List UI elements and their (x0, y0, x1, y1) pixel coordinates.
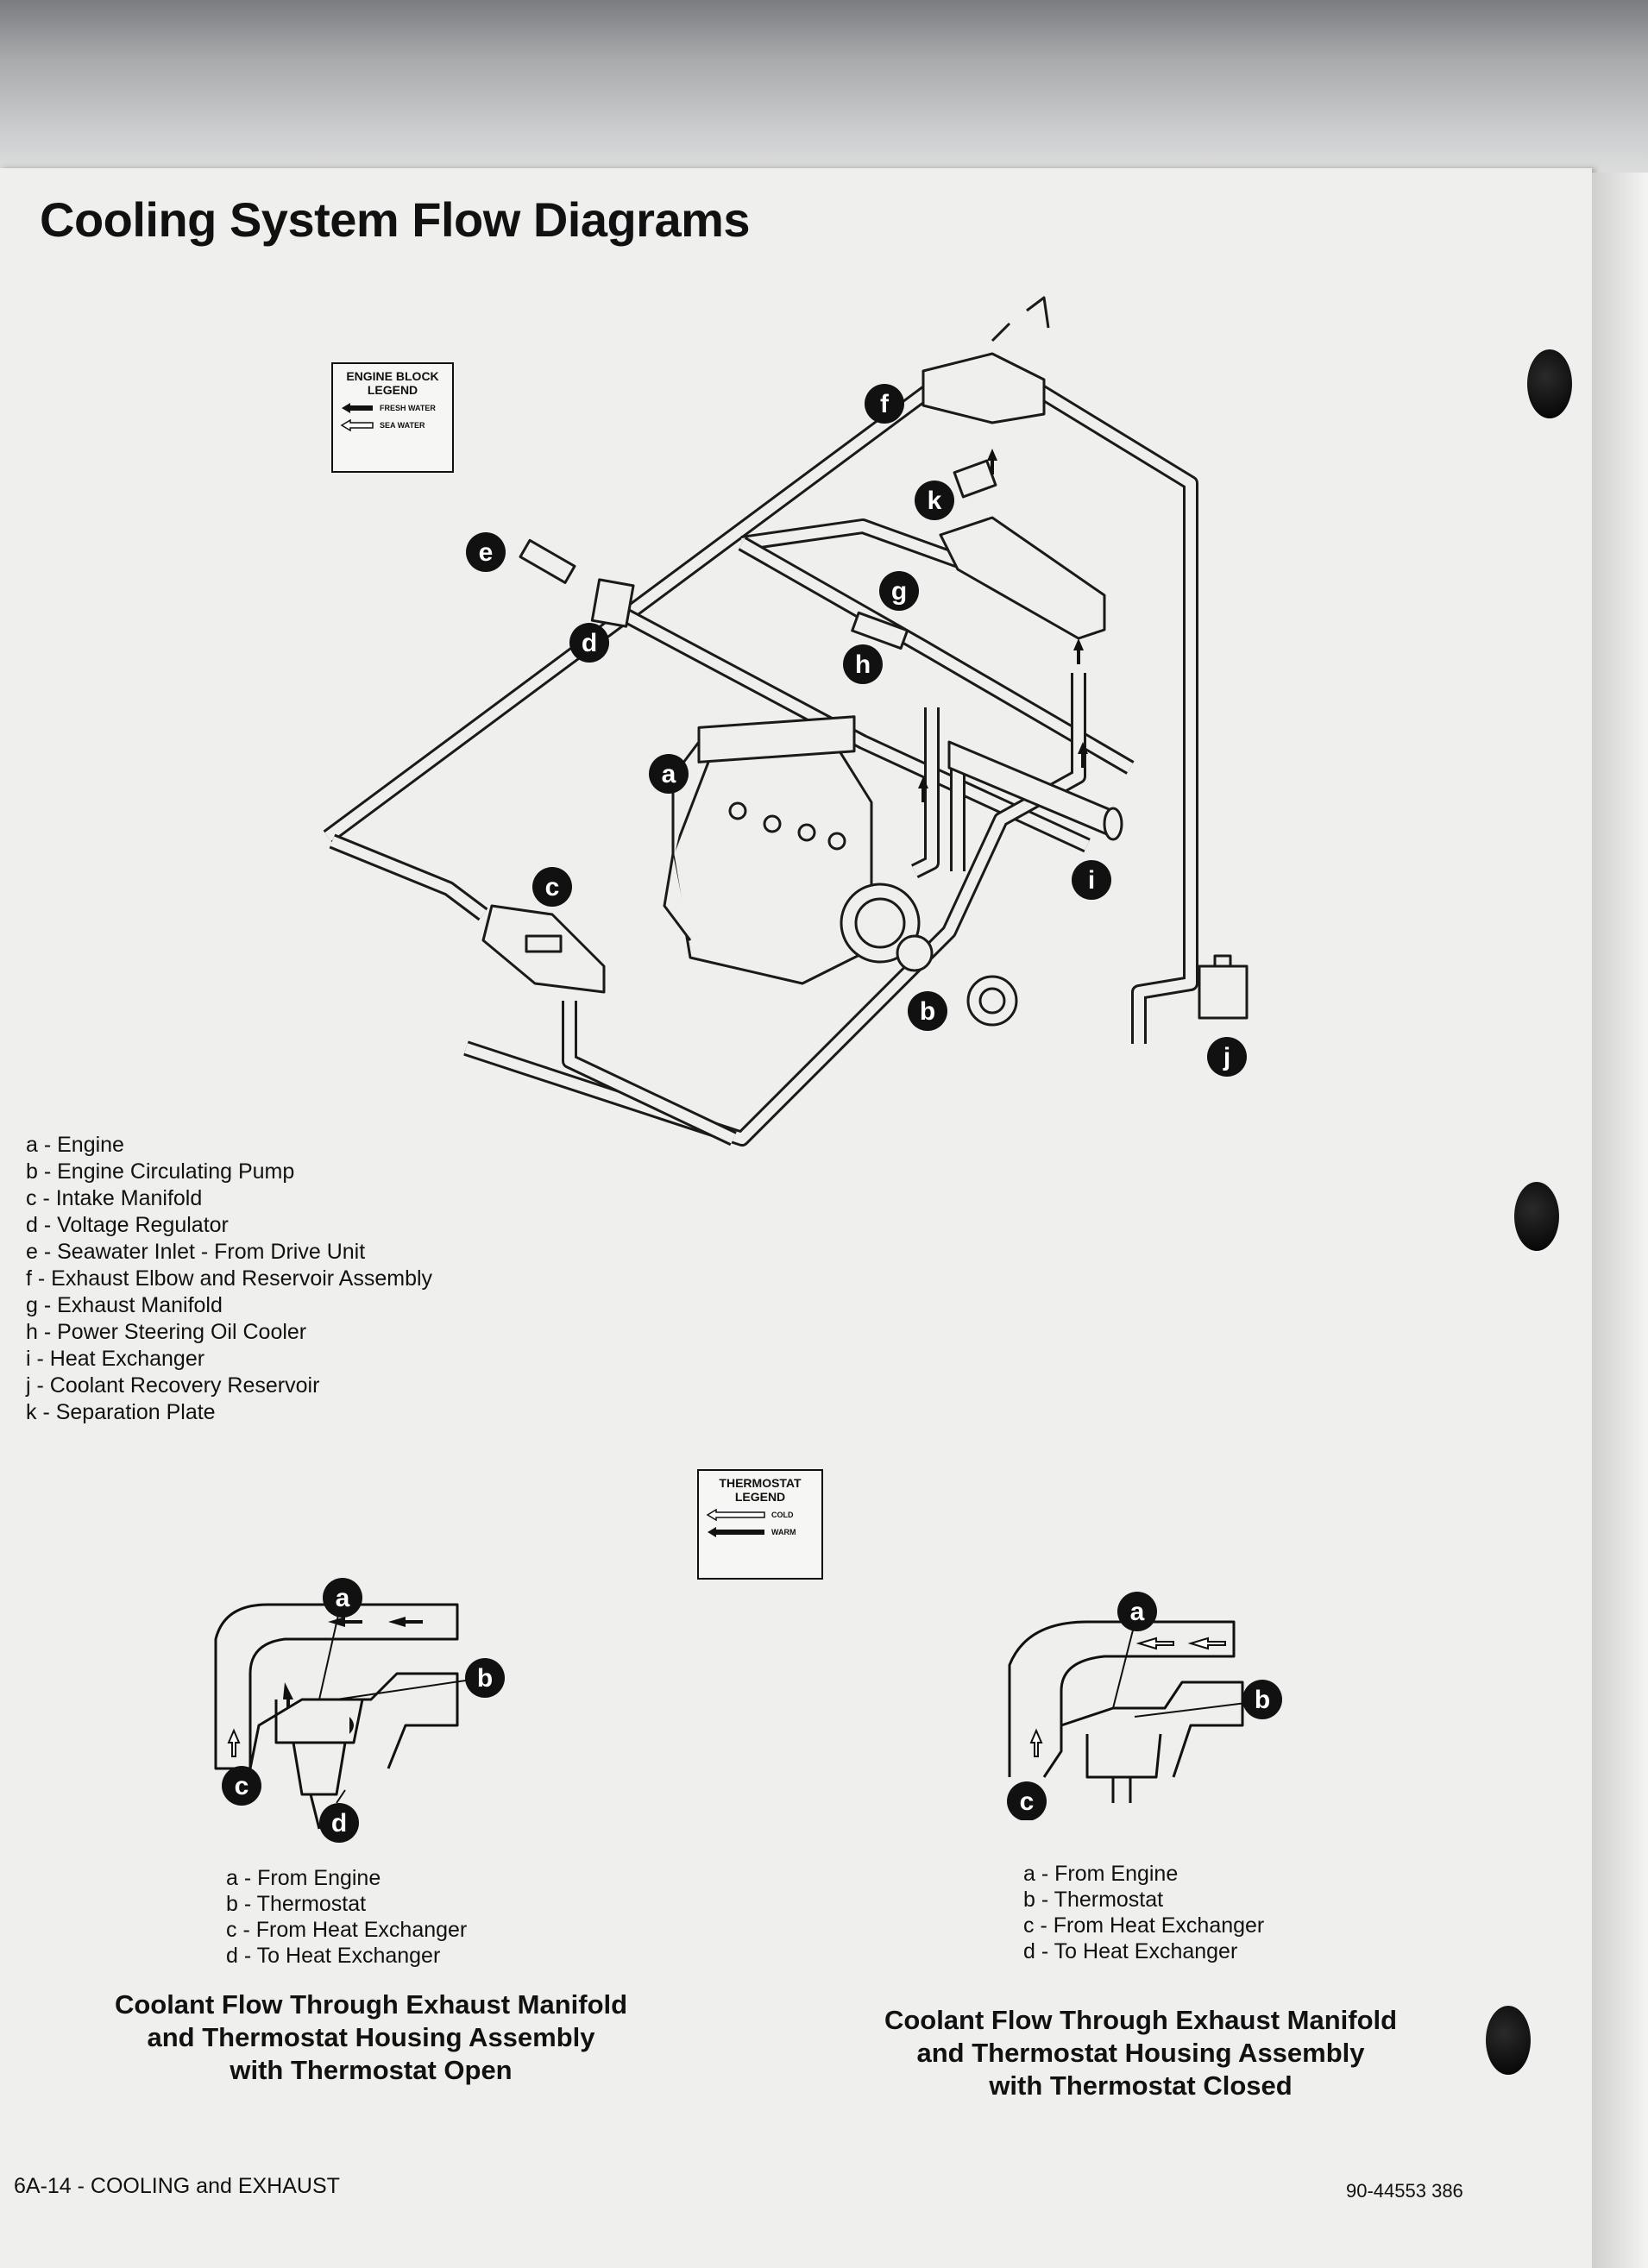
legend-title-line: LEGEND (367, 383, 418, 397)
power-steering-cooler (851, 611, 909, 650)
thermostat-open-diagram: a b c d (214, 1578, 505, 1843)
legend-title-line: THERMOSTAT (719, 1476, 802, 1490)
fresh-water-arrow-icon (342, 403, 373, 413)
list-item: i - Heat Exchanger (26, 1347, 205, 1371)
svg-text:d: d (331, 1809, 347, 1838)
closed-diagram-list: a - From Engine b - Thermostat c - From … (1023, 1861, 1264, 1964)
callout-a: a (323, 1578, 362, 1618)
binder-hole (1514, 1182, 1559, 1251)
callout-a: a (1117, 1592, 1157, 1631)
cold-arrow-icon (706, 1509, 765, 1521)
legend-fresh-label: FRESH WATER (380, 404, 436, 412)
list-item: f - Exhaust Elbow and Reservoir Assembly (26, 1266, 433, 1291)
list-item: a - Engine (26, 1133, 124, 1157)
open-diagram-list: a - From Engine b - Thermostat c - From … (226, 1865, 467, 1969)
warm-arrow-icon (708, 1527, 764, 1537)
circulating-pump (966, 975, 1018, 1027)
caption-line: and Thermostat Housing Assembly (916, 2038, 1365, 2068)
thermostat-closed-diagram: a b c (1007, 1592, 1282, 1820)
svg-text:b: b (477, 1664, 493, 1693)
page-title: Cooling System Flow Diagrams (40, 192, 751, 247)
seawater-inlet (519, 538, 576, 584)
engine-block (663, 715, 934, 985)
list-item: a - From Engine (1023, 1862, 1179, 1886)
caption-line: Coolant Flow Through Exhaust Manifold (114, 1989, 628, 2020)
list-item: e - Seawater Inlet - From Drive Unit (26, 1240, 366, 1264)
list-item: k - Separation Plate (26, 1400, 216, 1424)
coolant-recovery-reservoir (1198, 954, 1249, 1020)
scanner-top-band (0, 0, 1648, 173)
caption-line: Coolant Flow Through Exhaust Manifold (884, 2005, 1398, 2035)
binder-hole (1486, 2006, 1531, 2075)
caption-line: with Thermostat Closed (989, 2070, 1293, 2101)
list-item: a - From Engine (226, 1866, 381, 1890)
manual-page (0, 168, 1592, 2268)
voltage-regulator (590, 578, 635, 628)
legend-title-line: ENGINE BLOCK (346, 369, 439, 383)
list-item: b - Thermostat (1023, 1888, 1164, 1912)
legend-cold-label: COLD (771, 1511, 794, 1519)
callout-b: b (465, 1658, 505, 1698)
list-item: d - To Heat Exchanger (226, 1944, 441, 1968)
list-item: b - Engine Circulating Pump (26, 1159, 295, 1184)
heat-exchanger (947, 740, 1123, 841)
list-item: c - Intake Manifold (26, 1186, 203, 1210)
sea-water-arrow-icon (340, 419, 374, 431)
exhaust-manifold (939, 516, 1106, 640)
list-item: g - Exhaust Manifold (26, 1293, 223, 1317)
exhaust-elbow (921, 296, 1050, 424)
next-page-edge (1592, 173, 1648, 2268)
component-list: a - Engine b - Engine Circulating Pump c… (26, 1132, 432, 1426)
list-item: h - Power Steering Oil Cooler (26, 1320, 307, 1344)
legend-warm-label: WARM (771, 1528, 796, 1536)
svg-text:c: c (235, 1772, 249, 1800)
page-footer-part-number: 90-44553 386 (1346, 2180, 1463, 2202)
closed-diagram-caption: Coolant Flow Through Exhaust Manifold an… (865, 2004, 1417, 2102)
svg-text:a: a (336, 1584, 350, 1612)
list-item: d - To Heat Exchanger (1023, 1939, 1238, 1963)
svg-text:c: c (1020, 1787, 1035, 1816)
callout-c: c (1007, 1781, 1047, 1820)
svg-text:a: a (1130, 1598, 1145, 1626)
list-item: j - Coolant Recovery Reservoir (26, 1373, 320, 1398)
intake-manifold (481, 904, 606, 994)
callout-c: c (222, 1766, 261, 1806)
list-item: b - Thermostat (226, 1892, 367, 1916)
legend-title-line: LEGEND (734, 1490, 786, 1504)
open-diagram-caption: Coolant Flow Through Exhaust Manifold an… (95, 1988, 647, 2087)
callout-d: d (319, 1803, 359, 1843)
caption-line: with Thermostat Open (230, 2055, 513, 2085)
callout-b: b (1242, 1680, 1282, 1719)
legend-sea-label: SEA WATER (380, 421, 425, 430)
binder-hole (1527, 349, 1572, 418)
list-item: d - Voltage Regulator (26, 1213, 229, 1237)
list-item: c - From Heat Exchanger (1023, 1913, 1265, 1938)
separation-plate (953, 459, 997, 499)
list-item: c - From Heat Exchanger (226, 1918, 468, 1942)
page-footer-section: 6A-14 - COOLING and EXHAUST (14, 2174, 340, 2198)
svg-text:b: b (1255, 1686, 1270, 1714)
flow-arrows (918, 449, 1088, 802)
caption-line: and Thermostat Housing Assembly (147, 2022, 595, 2052)
